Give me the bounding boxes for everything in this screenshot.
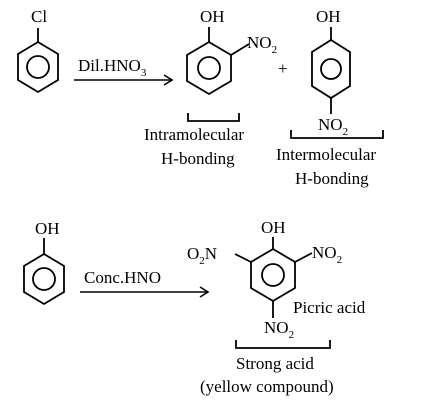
intra-bracket	[187, 113, 240, 122]
phenol: OH	[23, 219, 65, 306]
aromatic-circle	[26, 55, 50, 79]
benzene-ring	[17, 40, 59, 94]
picric-acid-label: Picric acid	[293, 298, 366, 317]
intra-label-line1: Intramolecular	[144, 125, 244, 144]
benzene-ring	[250, 247, 296, 303]
aromatic-circle	[320, 58, 342, 80]
chlorobenzene: Cl	[17, 7, 59, 94]
inter-label-line1: Intermolecular	[276, 145, 376, 164]
reagent-label: Conc.HNO	[84, 268, 161, 287]
aromatic-circle	[261, 263, 285, 287]
no2-label-right: NO2	[312, 243, 342, 266]
aromatic-circle	[197, 56, 221, 80]
no2-label-bottom: NO2	[264, 318, 294, 341]
arrow-head	[163, 74, 174, 86]
arrow-head	[199, 286, 210, 298]
oh-label: OH	[35, 219, 60, 238]
c-no2-bond-left	[234, 253, 252, 263]
oh-label: OH	[316, 7, 341, 26]
strong-acid-label: Strong acid	[236, 354, 314, 373]
cl-label: Cl	[31, 7, 47, 26]
c-no2-bond	[230, 43, 250, 56]
no2-label: NO2	[318, 115, 348, 138]
no2-label: NO2	[247, 33, 277, 56]
oh-label: OH	[200, 7, 225, 26]
inter-bracket	[290, 130, 384, 139]
strong-acid-bracket	[235, 340, 331, 349]
reagent-label: Dil.HNO3	[78, 56, 147, 79]
intra-label-line2: H-bonding	[161, 149, 235, 168]
plus-sign: +	[278, 59, 288, 78]
aromatic-circle	[32, 267, 56, 291]
p-nitrophenol: OH NO2	[290, 7, 384, 139]
yellow-compound-label: (yellow compound)	[200, 377, 334, 396]
c-no2-bond-right	[294, 252, 313, 263]
picric-acid: OH O2N NO2 NO2	[187, 218, 342, 349]
o-nitrophenol: OH NO2	[186, 7, 277, 122]
reaction-arrow-1: Dil.HNO3	[74, 56, 174, 86]
benzene-ring	[311, 38, 351, 100]
reaction-arrow-2: Conc.HNO	[80, 268, 210, 298]
benzene-ring	[186, 40, 232, 96]
benzene-ring	[23, 252, 65, 306]
inter-label-line2: H-bonding	[295, 169, 369, 188]
o2n-label-left: O2N	[187, 244, 217, 267]
oh-label: OH	[261, 218, 286, 237]
